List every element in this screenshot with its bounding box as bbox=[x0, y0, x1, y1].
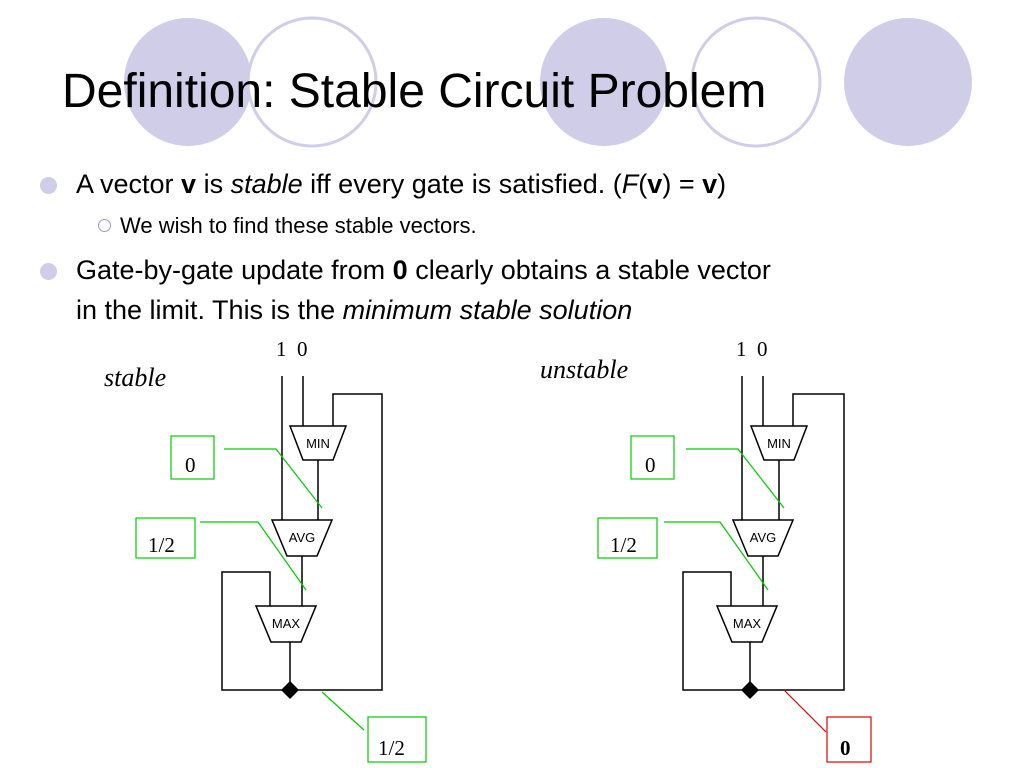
value-pointer-avg bbox=[664, 521, 769, 591]
vector-symbol: v bbox=[181, 169, 197, 199]
min-gate-label: MIN bbox=[306, 436, 330, 451]
deco-circle-5 bbox=[844, 18, 972, 146]
feedback-wire bbox=[290, 393, 383, 691]
text-run: is bbox=[196, 169, 231, 199]
emphasis-stable: stable bbox=[230, 169, 303, 199]
value-output: 0 bbox=[840, 736, 851, 760]
circuit-stable: stable 1 0 MIN AVG MAX 0 1/2 1/2 bbox=[104, 337, 427, 763]
value-min: 0 bbox=[185, 453, 196, 477]
header-decoration bbox=[124, 16, 972, 148]
bullet-dot-icon bbox=[40, 263, 57, 280]
value-box-output bbox=[826, 716, 872, 763]
deco-circle-2 bbox=[246, 16, 378, 148]
text-run: iff every gate is satisfied. ( bbox=[302, 169, 622, 199]
avg-gate-label: AVG bbox=[289, 530, 316, 545]
slide-title: Definition: Stable Circuit Problem bbox=[62, 65, 767, 118]
bullet-1-text: A vector v is stable iff every gate is s… bbox=[76, 166, 726, 202]
text-run: Gate-by-gate update from bbox=[76, 255, 393, 285]
value-pointer-output bbox=[783, 689, 827, 733]
max-gate bbox=[715, 605, 779, 643]
avg-gate-label: AVG bbox=[750, 530, 777, 545]
max-feedback-wire bbox=[682, 571, 750, 691]
avg-gate bbox=[270, 519, 334, 557]
junction-node bbox=[741, 681, 759, 699]
bullet-2-text: Gate-by-gate update from 0 clearly obtai… bbox=[76, 250, 996, 330]
text-run: in the limit. This is the bbox=[76, 295, 343, 325]
value-box-avg bbox=[597, 517, 658, 559]
value-avg: 1/2 bbox=[610, 533, 637, 557]
min-gate-label: MIN bbox=[767, 436, 791, 451]
input-labels: 1 0 bbox=[276, 337, 308, 361]
min-gate bbox=[749, 425, 809, 461]
text-run: ) = bbox=[662, 169, 703, 199]
value-box-avg bbox=[135, 517, 196, 559]
max-feedback-wire bbox=[221, 571, 290, 691]
value-box-min bbox=[170, 435, 215, 480]
zero-vector-symbol: 0 bbox=[392, 255, 408, 285]
circuit-label: stable bbox=[104, 363, 166, 392]
text-run: ( bbox=[638, 169, 648, 199]
input-labels: 1 0 bbox=[736, 337, 768, 361]
deco-circle-4 bbox=[690, 16, 822, 148]
junction-node bbox=[281, 681, 299, 699]
bullet-2-line-1: Gate-by-gate update from 0 clearly obtai… bbox=[76, 250, 996, 290]
avg-gate bbox=[731, 519, 795, 557]
emphasis-minimum-stable-solution: minimum stable solution bbox=[342, 295, 633, 325]
feedback-wire bbox=[750, 393, 845, 691]
deco-circle-3 bbox=[540, 18, 668, 146]
value-box-min bbox=[630, 435, 675, 480]
text-run: ) bbox=[717, 169, 727, 199]
text-run: A vector bbox=[76, 169, 182, 199]
min-gate bbox=[288, 425, 348, 461]
circuit-unstable: unstable 1 0 MIN AVG MAX 0 1/2 0 bbox=[540, 337, 872, 763]
value-pointer-output bbox=[321, 691, 365, 731]
vector-symbol: v bbox=[702, 169, 718, 199]
value-pointer-avg bbox=[200, 521, 307, 591]
sub-bullet-text: We wish to find these stable vectors. bbox=[120, 213, 477, 238]
max-gate-label: MAX bbox=[272, 616, 301, 631]
circuit-label: unstable bbox=[540, 355, 628, 384]
bullet-2-line-2: in the limit. This is the minimum stable… bbox=[76, 290, 996, 330]
value-pointer-min bbox=[224, 448, 323, 509]
value-output: 1/2 bbox=[378, 736, 405, 760]
value-min: 0 bbox=[645, 453, 656, 477]
vector-symbol: v bbox=[647, 169, 663, 199]
max-gate-label: MAX bbox=[733, 616, 762, 631]
bullet-ring-icon bbox=[98, 219, 111, 232]
value-box-output bbox=[367, 716, 427, 763]
function-symbol: F bbox=[621, 169, 639, 199]
max-gate bbox=[254, 605, 318, 643]
bullet-dot-icon bbox=[40, 177, 57, 194]
text-run: clearly obtains a stable vector bbox=[407, 255, 771, 285]
value-pointer-min bbox=[686, 448, 785, 509]
deco-circle-1 bbox=[124, 18, 252, 146]
value-avg: 1/2 bbox=[148, 533, 175, 557]
